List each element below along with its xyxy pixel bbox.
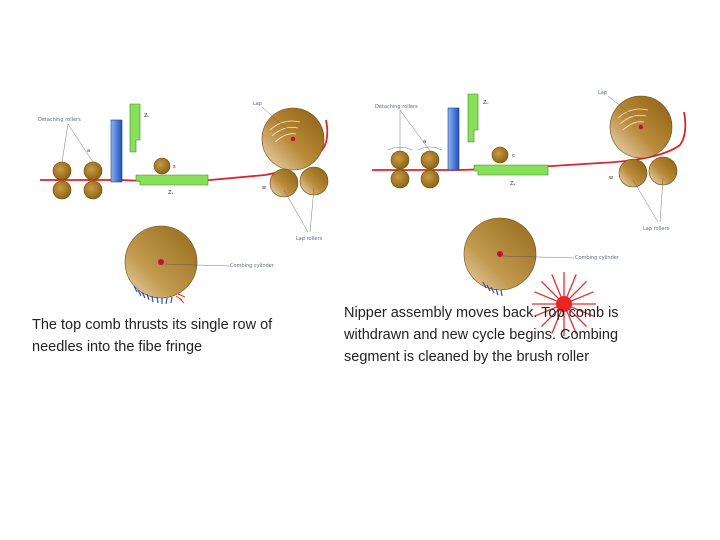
zs-nipper-plate (473, 164, 549, 176)
brush-roller (532, 272, 596, 336)
detaching-roller-bottom-right (420, 169, 440, 189)
nipper-roller (153, 157, 171, 175)
detaching-roller-top-right (420, 150, 440, 170)
combing-segment (482, 281, 503, 297)
top-comb (110, 119, 123, 183)
caption-left: The top comb thrusts its single row of n… (32, 317, 273, 355)
zs-nipper-plate (135, 174, 209, 186)
nipper-roller (491, 146, 509, 164)
zu-bracket (129, 103, 141, 153)
detaching-roller-top-right (83, 161, 103, 181)
label-c: c (512, 153, 515, 159)
left-diagram: Detaching rollers a Zᵤ s Zₛ Lap w Lap ro… (38, 101, 329, 305)
detaching-roller-bottom-left (390, 169, 410, 189)
label-w: w (262, 185, 266, 191)
label-w: w (609, 175, 613, 181)
detaching-roller-bottom-right (83, 180, 103, 200)
label-a: a (423, 139, 426, 145)
lap-roller-left (618, 158, 648, 188)
detaching-roller-top-left (390, 150, 410, 170)
lap-roller-left (269, 168, 299, 198)
lap-label: Lap (253, 101, 262, 107)
label-zs: Zₛ (168, 190, 173, 196)
lap-roller-right (648, 156, 678, 186)
caption-right: Nipper assembly moves back. Top comb is … (344, 305, 619, 365)
top-comb (447, 107, 460, 171)
lap-rollers-label: Lap rollers (296, 236, 323, 242)
detaching-roller-bottom-left (52, 180, 72, 200)
right-diagram: Detaching rollers a Zᵤ c Zₛ Lap w Lap ro… (372, 90, 687, 336)
fibre-line (372, 111, 687, 171)
detaching-rollers-label: Detaching rollers (375, 104, 418, 110)
lap-rollers-label: Lap rollers (643, 226, 670, 232)
detaching-roller-top-left (52, 161, 72, 181)
lap-label: Lap (598, 90, 607, 96)
label-zs: Zₛ (510, 181, 515, 187)
label-a: a (87, 148, 90, 154)
zu-bracket (467, 93, 479, 143)
combing-segment (133, 285, 173, 305)
detaching-rollers-label: Detaching rollers (38, 117, 81, 123)
lap-roller-right (299, 166, 329, 196)
combing-cylinder-label: Combing cylinder (230, 263, 275, 269)
label-zu: Zᵤ (483, 100, 488, 106)
label-zu: Zᵤ (144, 113, 149, 119)
combing-cylinder-label: Combing cylinder (575, 255, 620, 261)
label-s: s (173, 164, 176, 170)
